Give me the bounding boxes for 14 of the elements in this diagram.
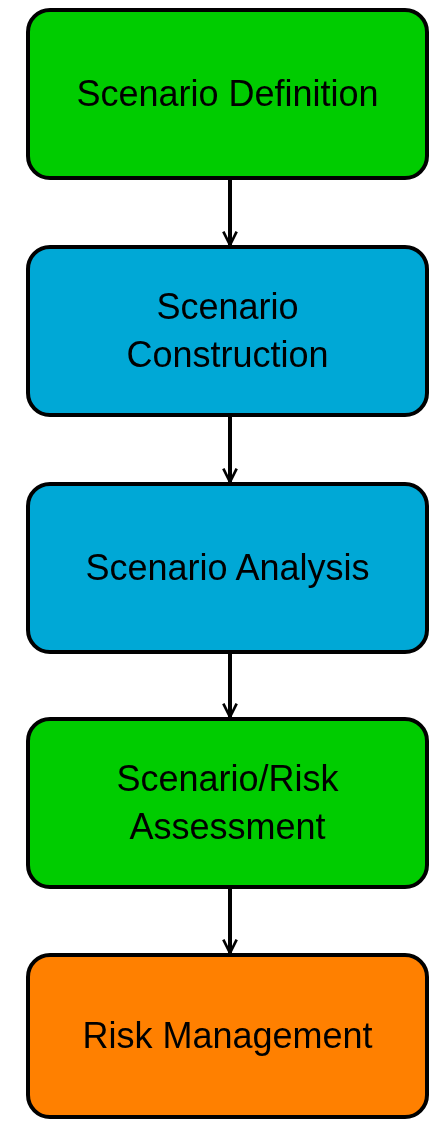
arrow: [222, 889, 238, 955]
process-box: [26, 482, 429, 654]
arrow: [222, 654, 238, 719]
step-label: Risk Management: [82, 1014, 373, 1058]
step-label: Scenario/Risk Assessment: [115, 757, 340, 849]
step-label: Scenario Analysis: [85, 546, 370, 590]
step-label: Scenario Construction: [125, 285, 330, 377]
arrow: [222, 180, 238, 247]
step-label: Scenario Definition: [76, 72, 379, 116]
arrow: [222, 417, 238, 484]
process-box: [26, 717, 429, 889]
process-box: [26, 245, 429, 417]
process-box: [26, 953, 429, 1119]
process-box: [26, 8, 429, 180]
